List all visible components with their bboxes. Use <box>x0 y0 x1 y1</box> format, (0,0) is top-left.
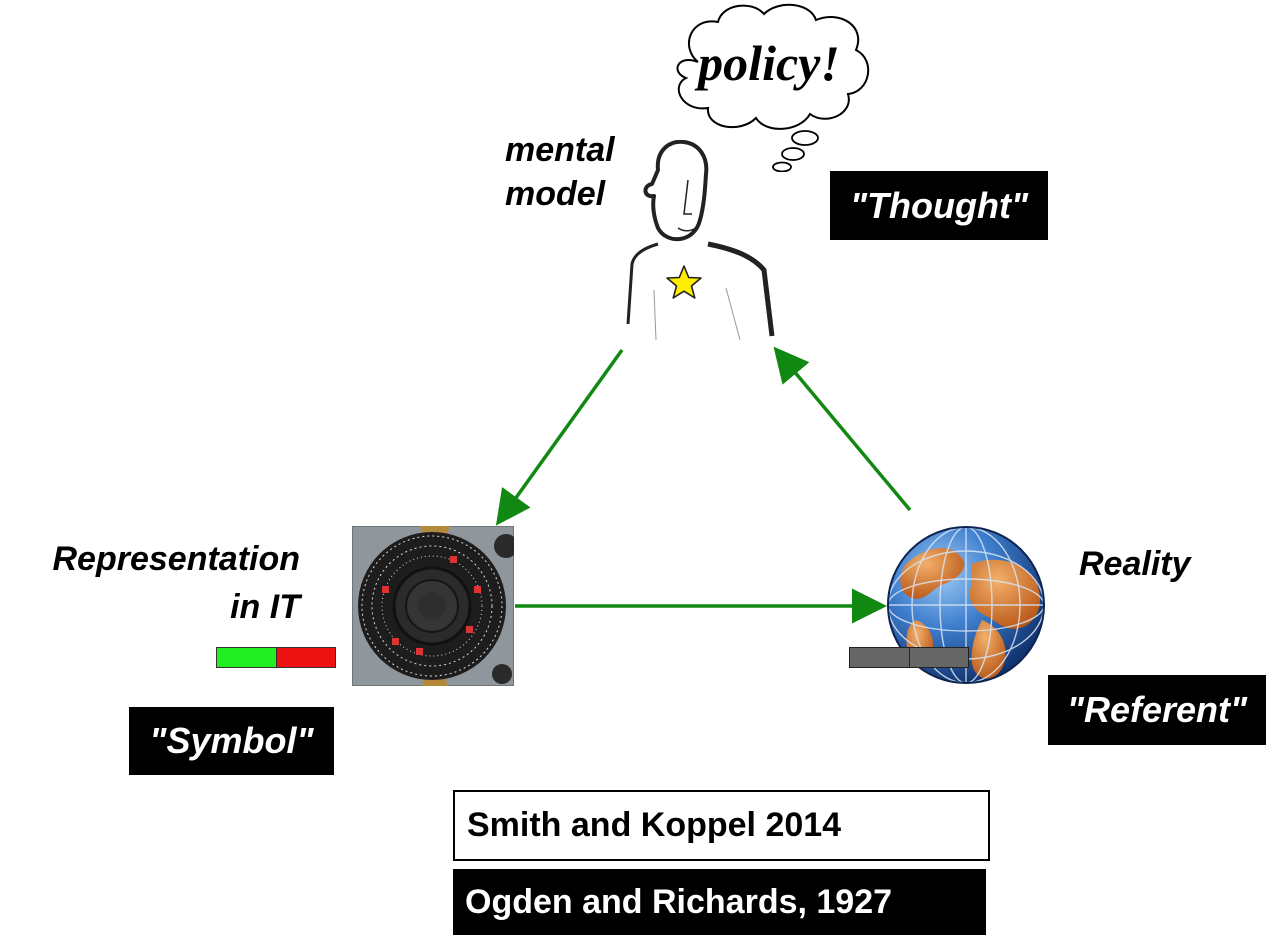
thought-caption: mental model <box>505 128 615 216</box>
star-icon <box>666 265 702 299</box>
citation-primary: Smith and Koppel 2014 <box>453 790 990 861</box>
thought-tag: "Thought" <box>830 171 1048 240</box>
bubble-dot-1 <box>791 130 819 146</box>
referent-bar-segment-right <box>909 648 968 667</box>
thought-caption-line1: mental <box>505 131 615 169</box>
thought-caption-line2: model <box>505 175 606 213</box>
referent-caption: Reality <box>1079 545 1191 583</box>
referent-status-bar <box>849 647 969 668</box>
arrow-thought-to-symbol <box>495 348 624 526</box>
symbol-tag: "Symbol" <box>129 707 334 775</box>
bubble-text-wrap: policy! <box>674 34 864 92</box>
dial-icon <box>352 526 514 686</box>
referent-bar-segment-left <box>850 648 910 667</box>
symbol-bar-segment-red <box>276 648 335 667</box>
bubble-dot-3 <box>772 161 792 172</box>
symbol-caption: Representation in IT <box>8 535 301 631</box>
symbol-status-bar <box>216 647 336 668</box>
person-icon <box>626 140 775 341</box>
arrow-referent-to-thought <box>773 346 912 512</box>
referent-tag: "Referent" <box>1048 675 1266 745</box>
symbol-caption-line2: in IT <box>230 588 300 626</box>
thought-bubble <box>676 3 870 172</box>
citation-secondary: Ogden and Richards, 1927 <box>453 869 986 935</box>
symbol-bar-segment-green <box>217 648 277 667</box>
symbol-caption-line1: Representation <box>52 540 301 578</box>
bubble-dot-2 <box>781 147 805 161</box>
bubble-text: policy! <box>698 35 840 91</box>
